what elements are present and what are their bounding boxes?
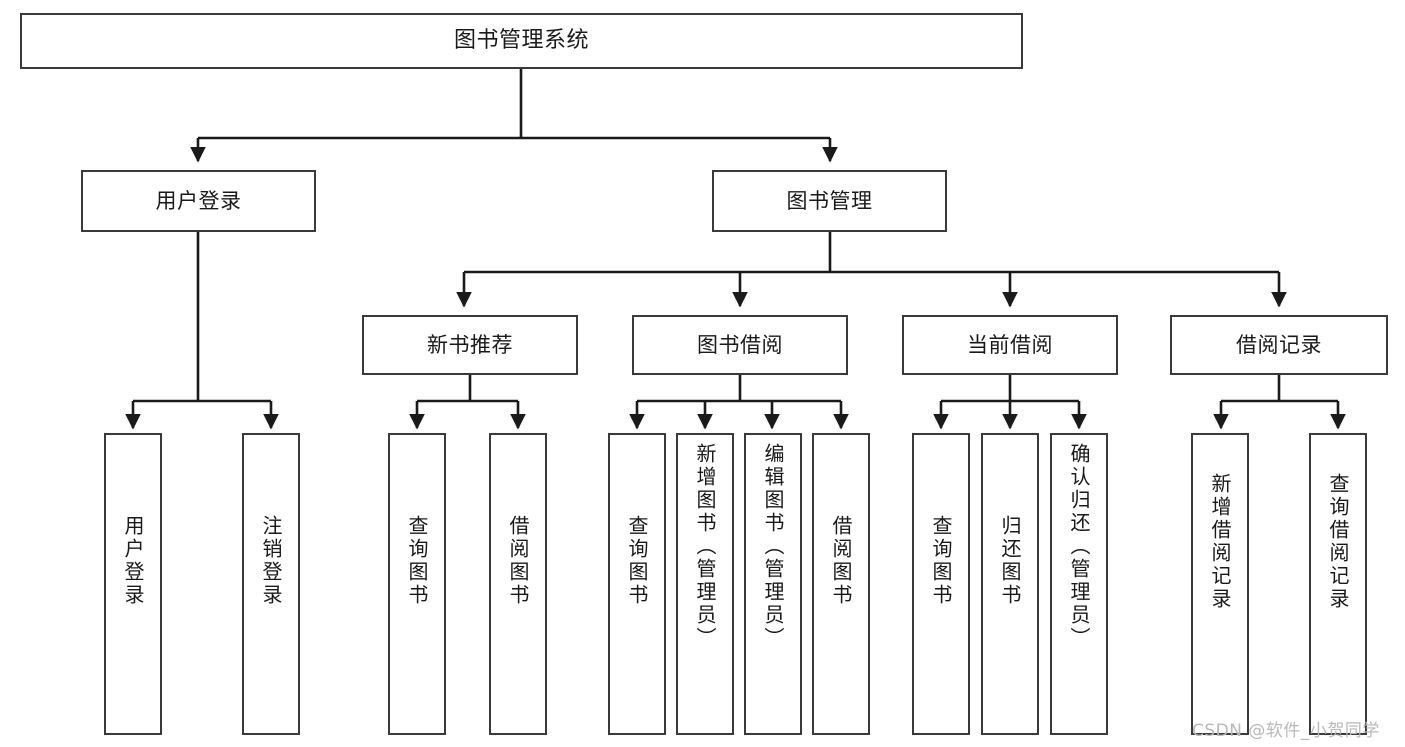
node-new-book-recommend[interactable]: 新书推荐 [362,315,578,375]
node-label: 当前借阅 [967,332,1053,357]
node-book-borrow[interactable]: 图书借阅 [632,315,848,375]
leaf-query-book-current[interactable]: 查询图书 [912,433,970,735]
node-label: 图书管理 [786,188,873,213]
node-book-management[interactable]: 图书管理 [712,170,947,232]
node-label: 新增图书（管理员） [693,443,717,650]
leaf-user-login[interactable]: 用户登录 [104,433,162,735]
node-label: 编辑图书（管理员） [761,443,785,650]
leaf-edit-book-admin[interactable]: 编辑图书（管理员） [744,433,802,735]
node-label: 借阅图书 [829,515,853,607]
node-label: 用户登录 [155,188,242,213]
leaf-query-book-borrow[interactable]: 查询图书 [608,433,666,735]
leaf-borrow-book-new-recommend[interactable]: 借阅图书 [489,433,547,735]
node-label: 用户登录 [121,515,145,607]
node-current-borrow[interactable]: 当前借阅 [902,315,1118,375]
node-label: 查询借阅记录 [1326,473,1350,611]
leaf-confirm-return-admin[interactable]: 确认归还（管理员） [1050,433,1108,735]
node-label: 借阅记录 [1236,332,1322,357]
leaf-add-borrow-record[interactable]: 新增借阅记录 [1191,433,1249,735]
node-label: 注销登录 [259,515,283,607]
node-label: 归还图书 [998,515,1022,607]
node-user-login[interactable]: 用户登录 [81,170,316,232]
node-label: 确认归还（管理员） [1067,443,1091,650]
node-label: 图书借阅 [697,332,783,357]
node-label: 查询图书 [625,515,649,607]
node-label: 查询图书 [405,515,429,607]
node-borrow-record[interactable]: 借阅记录 [1170,315,1388,375]
node-label: 新书推荐 [427,332,513,357]
leaf-query-book-new-recommend[interactable]: 查询图书 [388,433,446,735]
node-label: 图书管理系统 [453,28,589,54]
leaf-return-book[interactable]: 归还图书 [981,433,1039,735]
node-root-book-management-system[interactable]: 图书管理系统 [20,13,1023,69]
watermark-text: CSDN @软件_小贺同学 [1192,721,1380,741]
leaf-borrow-book[interactable]: 借阅图书 [812,433,870,735]
leaf-logout[interactable]: 注销登录 [242,433,300,735]
node-label: 查询图书 [929,515,953,607]
node-label: 新增借阅记录 [1208,473,1232,611]
leaf-query-borrow-record[interactable]: 查询借阅记录 [1309,433,1367,735]
leaf-add-book-admin[interactable]: 新增图书（管理员） [676,433,734,735]
node-label: 借阅图书 [506,515,530,607]
